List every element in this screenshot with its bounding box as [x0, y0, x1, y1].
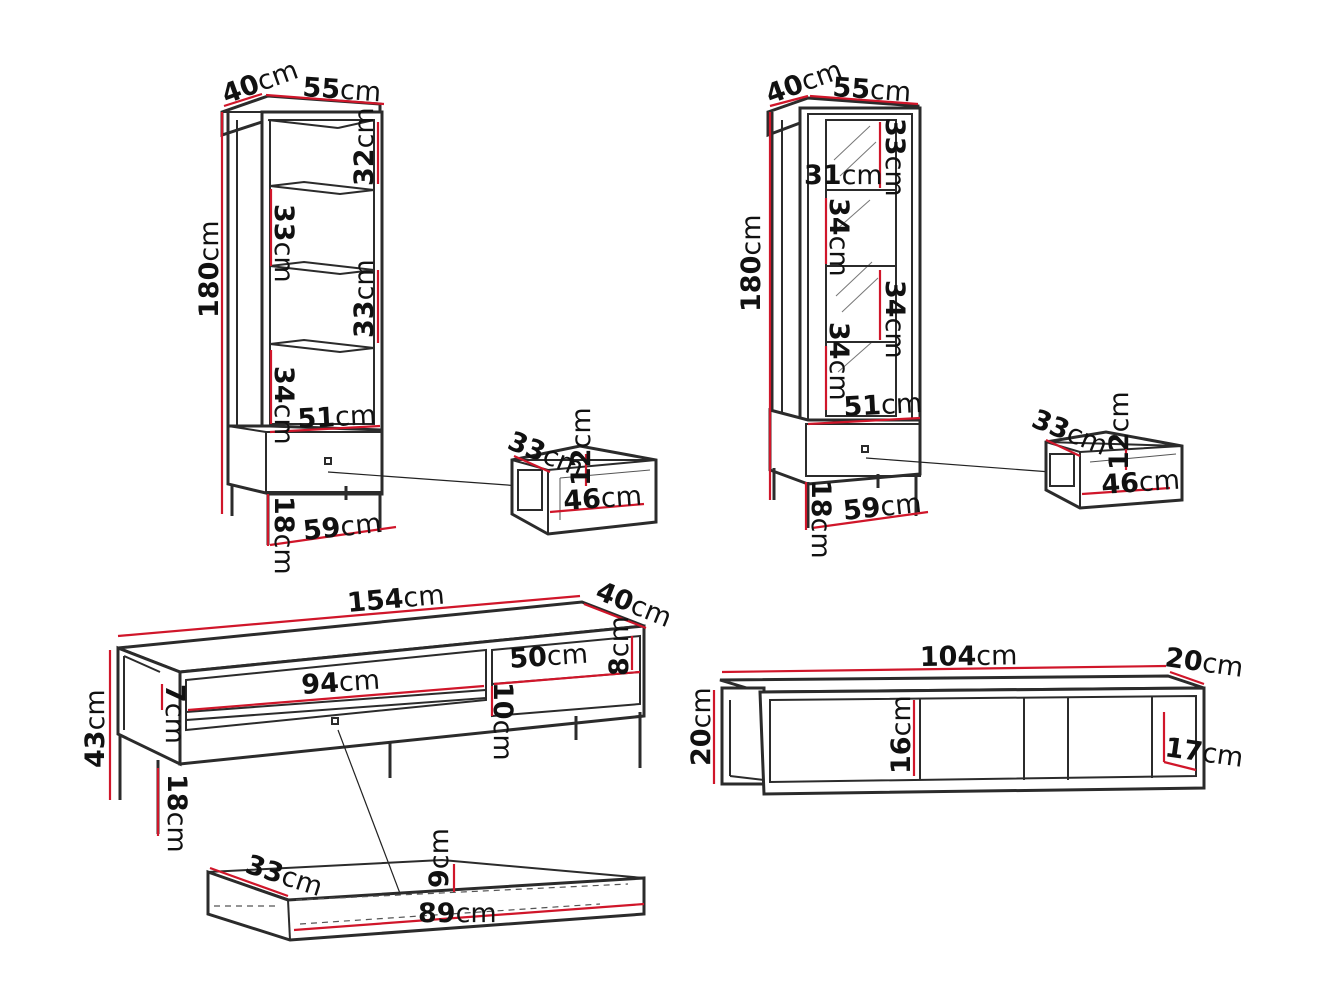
glass-display-cabinet — [766, 96, 1105, 528]
shelf-width-label: 104cm — [920, 640, 1018, 673]
wall-shelf-labels: 104cm 20cm 20cm 16cm 17cm — [686, 640, 1245, 774]
wall-shelf-dimensions — [712, 664, 1205, 784]
bookcase-labels: 40cm 55cm 180cm 32cm 33cm 33cm 34cm 51cm… — [194, 55, 383, 575]
tv-drawer-labels: 33cm 9cm 89cm — [242, 828, 497, 929]
cabinet-inner-width-label: 31cm — [804, 160, 883, 191]
bookcase-width-label: 55cm — [302, 72, 383, 108]
tv-drawer-width-label: 89cm — [418, 898, 497, 929]
tv-shelf-width-label: 50cm — [508, 639, 589, 675]
tv-drawer-width-label: 94cm — [300, 665, 381, 701]
tv-drawer-dimensions — [209, 864, 645, 932]
cabinet-shelf-2-label: 34cm — [823, 198, 854, 277]
bookcase-leg-height-label: 18cm — [268, 496, 299, 575]
bookcase-height-label: 180cm — [194, 220, 225, 318]
shelf-inner-height-label: 16cm — [886, 695, 917, 774]
drawer-1-width-label: 46cm — [562, 481, 643, 517]
cabinet-base-label: 59cm — [841, 488, 923, 527]
open-bookcase — [220, 94, 549, 545]
cabinet-shelf-3-label: 34cm — [879, 280, 910, 359]
bookcase-shelf-top-label: 32cm — [349, 107, 380, 186]
drawer-2-height-label: 12cm — [1104, 391, 1135, 470]
cabinet-height-label: 180cm — [736, 214, 767, 312]
cabinet-leg-height-label: 18cm — [805, 480, 836, 559]
cabinet-drawer-2-dimensions — [1045, 439, 1171, 496]
tv-shelf-height-label: 10cm — [487, 682, 518, 761]
bookcase-base-width-label: 51cm — [297, 400, 377, 435]
drawer-1-height-label: 12cm — [566, 407, 597, 486]
tv-width-label: 154cm — [346, 580, 446, 619]
wall-shelf — [719, 674, 1206, 796]
tv-stand-dimensions — [108, 594, 647, 836]
cabinet-drawer-1 — [510, 444, 658, 536]
tv-shelf-gap-label: 8cm — [604, 616, 635, 676]
bookcase-shelf-4-label: 34cm — [268, 366, 299, 445]
cabinet-shelf-top-label: 33cm — [879, 118, 910, 197]
shelf-height-label: 20cm — [686, 687, 717, 766]
cabinet-labels: 40cm 55cm 180cm 33cm 31cm 34cm 34cm 34cm… — [736, 55, 923, 559]
cabinet-dimensions — [768, 94, 929, 530]
cabinet-base-width-label: 51cm — [843, 388, 923, 423]
drawer-2-width-label: 46cm — [1100, 465, 1181, 501]
tv-top-gap-label: 7cm — [159, 684, 190, 744]
cabinet-shelf-4-label: 34cm — [823, 322, 854, 401]
tv-stand-drawer — [206, 858, 646, 942]
bookcase-dimensions — [220, 92, 397, 547]
bookcase-shelf-2-label: 33cm — [268, 204, 299, 283]
cabinet-drawer-1-dimensions — [513, 454, 645, 514]
tv-leg-height-label: 18cm — [161, 774, 192, 853]
bookcase-base-label: 59cm — [301, 508, 383, 547]
tv-height-label: 43cm — [80, 689, 111, 768]
cabinet-width-label: 55cm — [832, 72, 913, 108]
tv-drawer-height-label: 9cm — [424, 828, 455, 888]
bookcase-shelf-3-label: 33cm — [349, 259, 380, 338]
